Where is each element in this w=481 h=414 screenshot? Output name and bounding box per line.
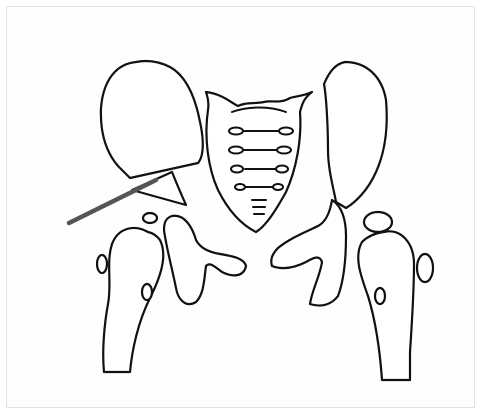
left-ilium <box>101 61 203 178</box>
foramen <box>276 166 288 173</box>
foramen <box>273 184 283 190</box>
foramen <box>229 147 243 154</box>
right-femur <box>358 231 414 380</box>
right-pubis <box>271 200 346 306</box>
foramen <box>279 128 293 135</box>
foramen <box>231 166 243 173</box>
right-ilium <box>324 62 387 208</box>
right-trochanter-greater <box>417 254 433 282</box>
foramen <box>235 184 245 190</box>
left-small-oval <box>143 213 157 223</box>
left-pubis <box>164 216 246 304</box>
foramen <box>229 128 243 135</box>
right-trochanter-lesser <box>375 288 385 304</box>
left-femur <box>103 228 163 372</box>
left-trochanter-lower <box>142 284 152 300</box>
foramen <box>277 147 291 154</box>
left-trochanter-lesser <box>97 255 107 273</box>
sacrum <box>206 92 312 232</box>
right-femoral-head <box>364 212 392 232</box>
